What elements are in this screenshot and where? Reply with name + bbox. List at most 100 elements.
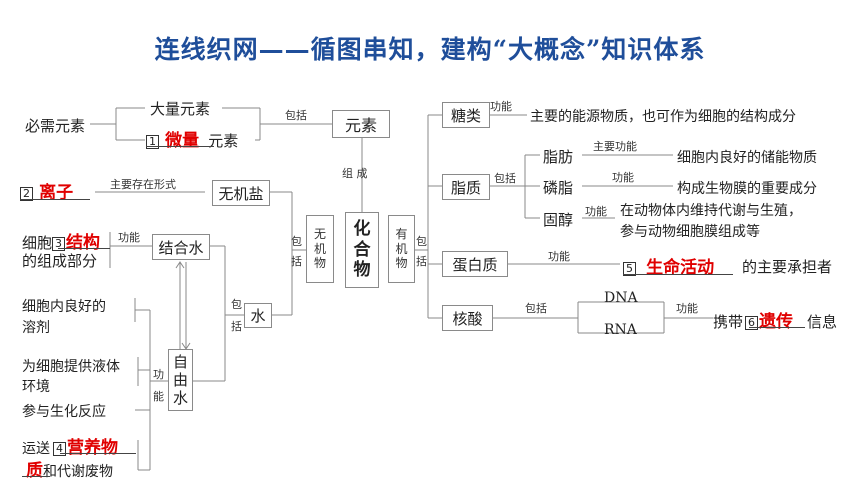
blank-2-underline [20,199,90,200]
inorganic-char: 无 [313,227,326,242]
sterol-function-line1: 在动物体内维持代谢与生殖， [620,203,802,219]
essential-elements-label: 必需元素 [25,117,86,135]
nucleic-func-label: 功能 [676,302,698,315]
func-char: 功 [153,368,164,381]
sterol-label: 固醇 [543,211,574,229]
blank-4-answer-b: 质 [26,461,43,481]
bound-water-box: 结合水 [152,234,210,260]
protein-func-label: 功能 [548,250,570,263]
fat-func-label: 主要功能 [593,140,637,153]
blank-2: 2 离子 [20,178,73,203]
free-water-char: 由 [172,371,188,389]
inorganic-salt-box: 无机盐 [212,180,270,206]
organic-include-label: 包 括 [416,232,427,272]
compound-char: 化 [353,219,371,240]
element-box: 元素 [332,110,390,138]
bound-water-func-label: 功能 [118,231,140,244]
blank-2-answer: 离子 [39,183,74,203]
protein-function-suffix: 的主要承担者 [742,258,833,276]
compound-box: 化 合 物 [345,212,379,288]
organic-box: 有 机 物 [388,215,415,283]
element-include-label: 包括 [285,109,307,122]
micro-elements-suffix: 元素 [208,132,239,150]
lipid-include-label: 包括 [494,172,516,185]
fat-label: 脂肪 [543,148,574,166]
func-char: 能 [153,390,164,403]
include-char: 包 [416,235,427,248]
nucleic-include-label: 包括 [525,302,547,315]
sugar-func-label: 功能 [490,100,512,113]
blank-1-answer: 微量 [165,131,200,151]
blank-4-underline-a [60,453,136,454]
free-water-function-1a: 细胞内良好的 [22,299,106,315]
free-water-function-3: 参与生化反应 [22,404,106,420]
free-water-function-1b: 溶剂 [22,320,50,336]
blank-1-underline [146,146,214,147]
phospholipid-func-label: 功能 [612,171,634,184]
blank-6-underline [749,327,805,328]
nucleic-function-prefix: 携带 [713,313,744,331]
blank-4-underline-b [22,476,50,477]
lipid-box: 脂质 [442,174,490,200]
organic-char: 有 [395,227,408,242]
blank-3-underline [58,248,110,249]
water-include-label: 包 括 [231,294,242,338]
free-water-box: 自 由 水 [168,349,193,411]
inorganic-char: 机 [313,241,326,256]
free-water-f4-prefix: 运送 [22,441,50,457]
water-box: 水 [244,303,272,328]
free-water-function-2b: 环境 [22,379,50,395]
blank-6-number: 6 [745,315,759,330]
rna-label: RNA [604,322,637,338]
inorganic-char: 物 [313,256,326,271]
include-char: 包 [291,235,302,248]
free-water-char: 自 [172,353,188,371]
organic-char: 物 [395,256,408,271]
blank-5: 5 生命活动 [623,253,714,278]
compound-char: 物 [353,260,371,281]
nucleic-function-suffix: 信息 [807,313,838,331]
free-water-f4-suffix: 和代谢废物 [43,464,113,480]
blank-5-answer: 生命活动 [646,258,715,278]
blank-1-number: 1 [146,134,159,149]
protein-box: 蛋白质 [442,251,508,277]
sugar-function: 主要的能源物质，也可作为细胞的结构成分 [530,109,796,125]
free-water-function-4b: 质和代谢废物 [26,456,113,481]
free-water-function-2a: 为细胞提供液体 [22,359,120,375]
fat-function: 细胞内良好的储能物质 [677,150,817,166]
dna-label: DNA [604,290,638,306]
include-char: 括 [291,255,302,268]
free-water-func-label: 功 能 [153,364,164,408]
organic-char: 机 [395,241,408,256]
blank-4-answer-a: 营养物 [67,438,118,458]
bound-water-text-prefix: 细胞 [22,234,53,252]
blank-3-number: 3 [52,236,66,251]
macro-elements-label: 大量元素 [150,100,211,118]
blank-5-underline [623,274,733,275]
blank-2-number: 2 [20,186,33,201]
sugar-box: 糖类 [442,102,490,128]
inorganic-include-label: 包 括 [291,232,302,272]
include-char: 括 [231,320,242,333]
phospholipid-function: 构成生物膜的重要成分 [677,181,817,197]
compound-char: 合 [353,239,371,260]
bound-water-function-line2: 的组成部分 [22,252,98,270]
sterol-func-label: 功能 [585,205,607,218]
free-water-char: 水 [172,389,188,407]
blank-4-number: 4 [53,442,66,456]
page-title: 连线织网——循图串知，建构“大概念”知识体系 [154,35,706,64]
inorganic-box: 无 机 物 [306,215,334,283]
blank-5-number: 5 [623,261,636,276]
include-char: 括 [416,255,427,268]
sterol-function-line2: 参与动物细胞膜组成等 [620,224,760,240]
blank-6-answer: 遗传 [759,312,794,332]
include-char: 包 [231,298,242,311]
blank-1: 1 微量 元素 [146,126,238,151]
phospholipid-label: 磷脂 [543,179,574,197]
salt-form-label: 主要存在形式 [110,178,176,191]
compose-label: 组 成 [342,167,368,180]
nucleic-acid-box: 核酸 [442,305,493,331]
